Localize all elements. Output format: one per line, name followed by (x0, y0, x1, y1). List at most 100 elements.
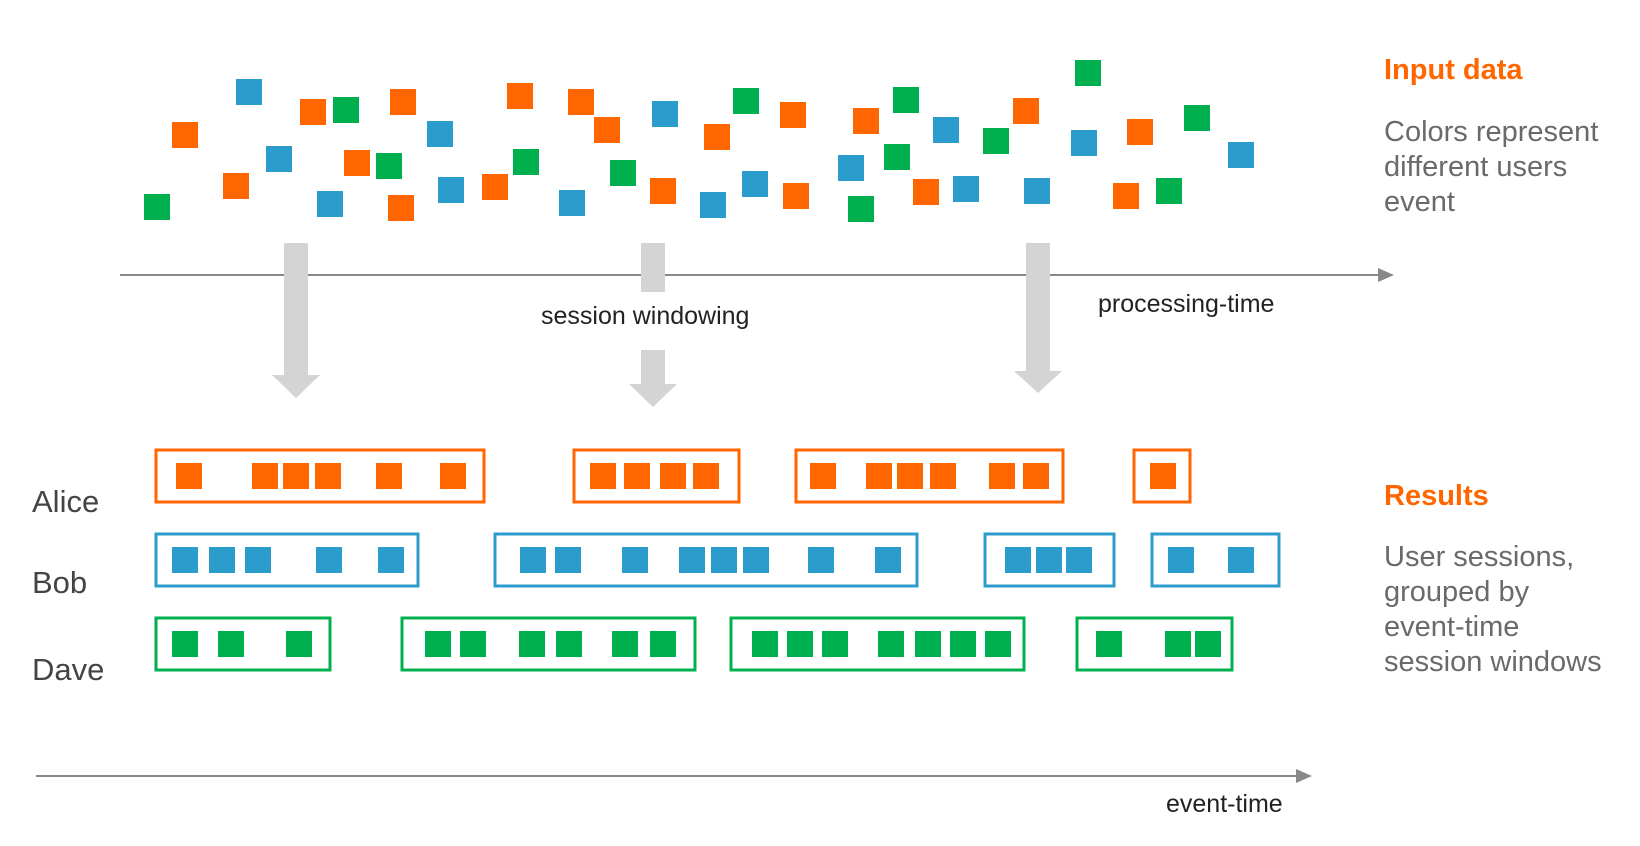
session-event-square (245, 547, 271, 573)
session-event-square (519, 631, 545, 657)
input-event-square (1024, 178, 1050, 204)
input-event-square (388, 195, 414, 221)
session-event-square (810, 463, 836, 489)
event-time-label: event-time (1166, 790, 1283, 818)
session-event-square (693, 463, 719, 489)
input-event-square (733, 88, 759, 114)
session-event-square (875, 547, 901, 573)
input-event-square (610, 160, 636, 186)
input-event-square (848, 196, 874, 222)
input-event-square (513, 149, 539, 175)
session-event-square (624, 463, 650, 489)
input-event-square (893, 87, 919, 113)
input-event-square (933, 117, 959, 143)
user-label-alice: Alice (32, 484, 100, 519)
session-window-alice (794, 448, 1065, 504)
input-event-square (559, 190, 585, 216)
input-event-square (780, 102, 806, 128)
session-event-square (1096, 631, 1122, 657)
input-event-square (172, 122, 198, 148)
session-event-square (897, 463, 923, 489)
input-event-square (1071, 130, 1097, 156)
input-event-square (568, 89, 594, 115)
processing-time-axis-arrowhead (1378, 268, 1394, 282)
session-event-square (315, 463, 341, 489)
input-event-square (223, 173, 249, 199)
session-event-square (1023, 463, 1049, 489)
session-event-square (1165, 631, 1191, 657)
input-event-square (742, 171, 768, 197)
input-event-square (1113, 183, 1139, 209)
session-event-square (218, 631, 244, 657)
session-window-dave (154, 616, 332, 672)
session-event-square (679, 547, 705, 573)
input-event-square (390, 89, 416, 115)
input-event-square (1184, 105, 1210, 131)
session-event-square (460, 631, 486, 657)
input-event-square (317, 191, 343, 217)
session-window-bob (983, 532, 1116, 588)
input-event-square (507, 83, 533, 109)
processing-time-label: processing-time (1098, 290, 1275, 318)
session-event-square (520, 547, 546, 573)
session-window-alice (572, 448, 741, 504)
results-desc-line: event-time (1384, 611, 1520, 643)
down-arrow-right (1014, 243, 1062, 393)
session-event-square (176, 463, 202, 489)
event-time-axis-arrowhead (1296, 769, 1312, 783)
input-event-square (853, 108, 879, 134)
session-window-alice (154, 448, 486, 504)
results-description: User sessions, grouped by event-time ses… (1384, 540, 1602, 680)
input-event-square (652, 101, 678, 127)
session-event-square (1066, 547, 1092, 573)
input-event-square (427, 121, 453, 147)
input-event-square (1075, 60, 1101, 86)
session-event-square (1228, 547, 1254, 573)
session-event-square (1036, 547, 1062, 573)
user-label-dave: Dave (32, 652, 105, 687)
input-event-square (482, 174, 508, 200)
session-event-square (316, 547, 342, 573)
input-desc-line: different users (1384, 151, 1568, 183)
input-event-square (953, 176, 979, 202)
input-event-square (700, 192, 726, 218)
result-sessions (154, 448, 1281, 672)
session-event-square (985, 631, 1011, 657)
session-event-square (915, 631, 941, 657)
session-event-square (172, 631, 198, 657)
results-desc-line: session windows (1384, 646, 1602, 678)
input-event-square (344, 150, 370, 176)
input-event-square (1156, 178, 1182, 204)
session-event-square (440, 463, 466, 489)
session-window-dave (400, 616, 697, 672)
input-event-square (1127, 119, 1153, 145)
input-event-square (838, 155, 864, 181)
session-event-square (283, 463, 309, 489)
input-event-square (300, 99, 326, 125)
results-desc-line: User sessions, (1384, 541, 1575, 573)
session-event-square (660, 463, 686, 489)
input-event-square (594, 117, 620, 143)
input-data-description: Colors represent different users event (1384, 115, 1598, 220)
session-event-square (930, 463, 956, 489)
session-window-dave (729, 616, 1026, 672)
input-event-square (913, 179, 939, 205)
session-event-square (808, 547, 834, 573)
session-event-square (555, 547, 581, 573)
session-event-square (752, 631, 778, 657)
transition-label: session windowing (541, 302, 750, 330)
input-event-square (704, 124, 730, 150)
session-event-square (556, 631, 582, 657)
down-arrow-left (272, 243, 320, 398)
session-event-square (787, 631, 813, 657)
results-desc-line: grouped by (1384, 576, 1530, 608)
session-event-square (1005, 547, 1031, 573)
input-event-square (438, 177, 464, 203)
session-event-square (590, 463, 616, 489)
session-window-alice (1132, 448, 1192, 504)
session-window-bob (154, 532, 420, 588)
session-event-square (286, 631, 312, 657)
session-event-square (1195, 631, 1221, 657)
